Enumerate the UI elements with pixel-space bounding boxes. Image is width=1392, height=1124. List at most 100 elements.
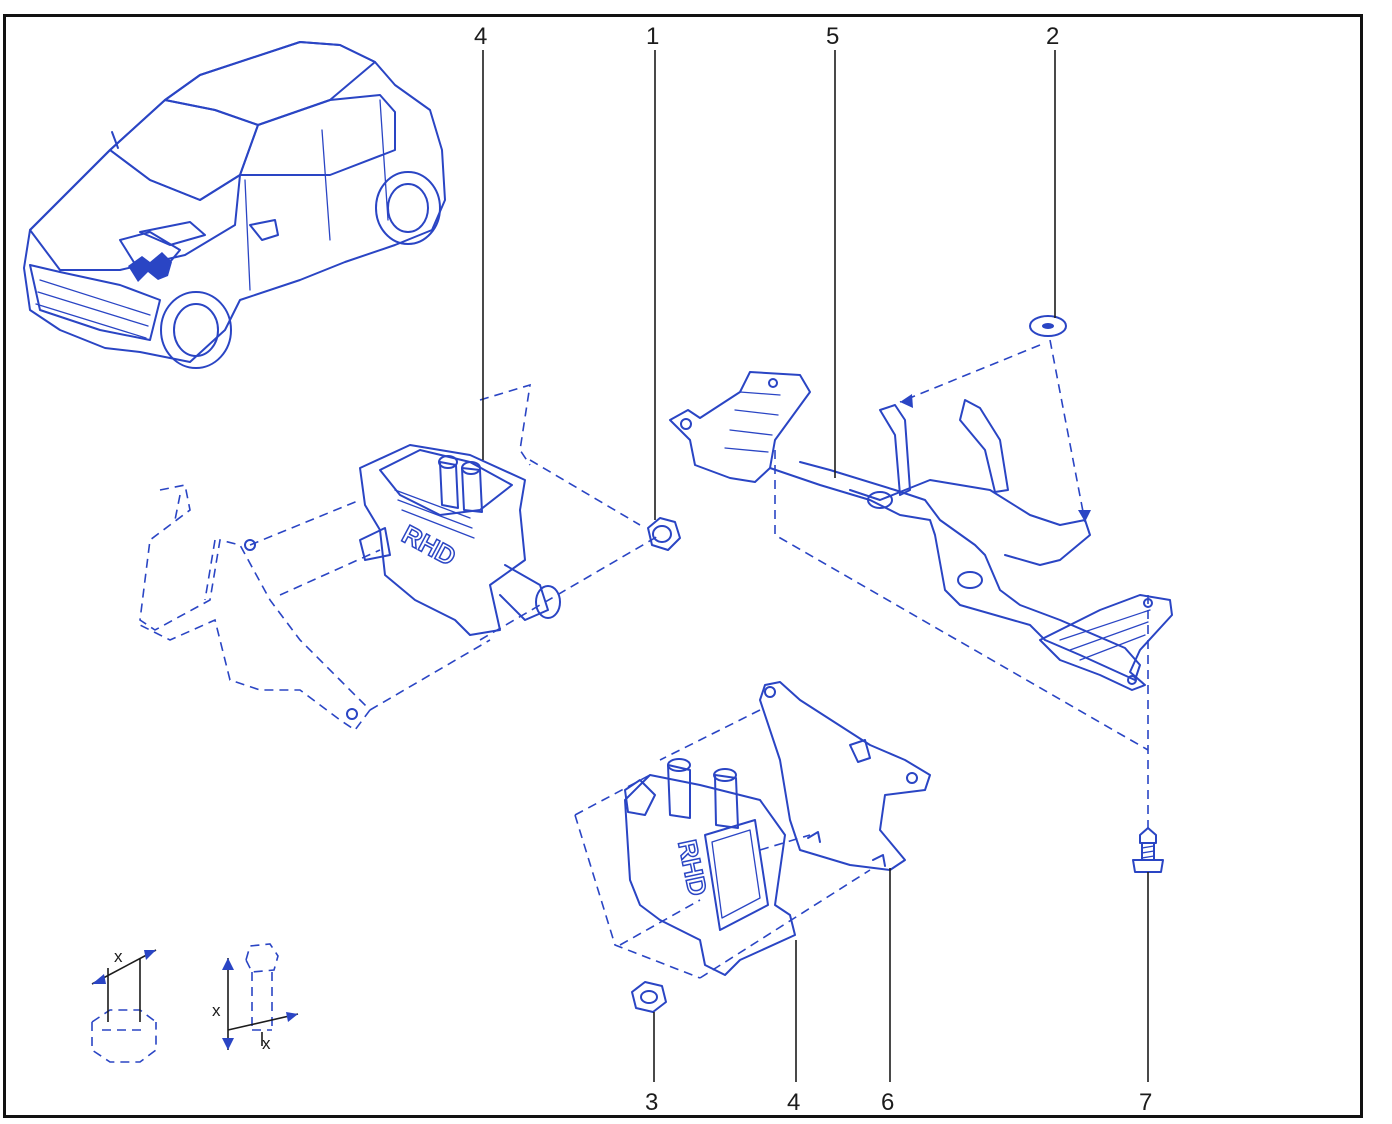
lower-port-right-rim <box>713 768 737 782</box>
nut-dimension-label: x <box>114 947 123 966</box>
car-hood <box>29 149 241 271</box>
part-6-bracket <box>759 681 931 871</box>
lower-module-face <box>704 819 769 931</box>
upper-port-right <box>461 467 483 513</box>
bracket-5-boss-2 <box>957 571 983 589</box>
part-1-nut <box>647 517 681 551</box>
bracket-5-left-ribs <box>724 391 781 453</box>
lower-port-left <box>667 764 691 819</box>
callout-6: 6 <box>881 1089 894 1116</box>
bracket-6-stud-2 <box>872 854 886 867</box>
car-rear-wheel <box>375 171 441 245</box>
bracket-6-hole-right <box>906 772 918 784</box>
part-7-bolt-tip <box>1139 827 1157 844</box>
bracket-5-boss-1 <box>867 491 893 509</box>
nut-dimension-legend: x <box>91 947 157 1063</box>
bolt-dimension-legend: x x <box>212 943 299 1053</box>
callout-5: 5 <box>826 23 839 50</box>
bolt-length-label: x <box>212 1001 221 1020</box>
callout-3: 3 <box>645 1089 658 1116</box>
bolt-diameter-label: x <box>262 1034 271 1053</box>
lower-projection-lines <box>574 709 871 979</box>
bracket-5-right-end <box>1039 594 1173 691</box>
part-1-nut-hole <box>652 525 672 543</box>
car-grille <box>29 264 161 341</box>
upper-stud-2 <box>346 708 358 720</box>
lower-port-left-rim <box>667 758 691 772</box>
arrow-to-arm <box>1078 510 1091 522</box>
upper-mount-tab-left <box>359 527 391 561</box>
bracket-5-tab-b <box>959 399 1009 493</box>
car-roof <box>164 41 376 126</box>
bolt-ghost <box>245 943 279 1031</box>
upper-module-stamp: RHD <box>397 519 461 572</box>
callout-4-bottom: 4 <box>787 1089 800 1116</box>
car-windshield <box>109 99 259 201</box>
bracket-5-tab-a <box>879 404 911 496</box>
callout-7: 7 <box>1139 1089 1152 1116</box>
car-antenna <box>111 131 119 149</box>
upper-stud-1 <box>244 539 256 551</box>
upper-module-ribs <box>394 489 475 539</box>
part-1-nut-body <box>647 517 681 551</box>
bracket-6-tab <box>849 739 871 763</box>
nut-ghost <box>91 1009 157 1063</box>
bracket-5-hole-left <box>680 418 692 430</box>
part-2-washer-rim <box>1029 315 1067 337</box>
car-rear-wheel-hub <box>387 183 429 233</box>
bracket-5-right-ribs <box>1059 609 1151 661</box>
callout-4-top: 4 <box>474 23 487 50</box>
bracket-5-upper-arm <box>849 479 1091 566</box>
part-3-nut-body <box>631 981 667 1013</box>
car-front-wheel-hub <box>173 303 219 357</box>
bracket-5-hole-left-top <box>768 378 778 388</box>
upper-module-body <box>359 444 526 636</box>
lower-module-body <box>624 774 796 976</box>
car-front-wheel <box>160 291 232 369</box>
part-3-nut-hole <box>640 990 658 1004</box>
lower-module-assembly: RHD <box>574 709 871 979</box>
upper-side-pipe-end <box>535 585 561 619</box>
arrow-to-tab <box>900 394 913 408</box>
part-5-cross-bracket <box>669 339 1173 830</box>
callout-1: 1 <box>646 23 659 50</box>
lower-side-connector <box>624 779 656 816</box>
part-7-bolt-flange <box>1132 859 1164 873</box>
callout-2: 2 <box>1046 23 1059 50</box>
upper-module-top-face <box>379 449 513 516</box>
bracket-5-left-end <box>669 371 811 483</box>
upper-bracket-ghost <box>139 484 372 732</box>
car-side-windows <box>239 94 396 176</box>
lower-module-face-inner <box>711 829 761 919</box>
vehicle-locator-view <box>23 41 446 369</box>
upper-port-left-rim <box>438 455 458 469</box>
car-location-marker <box>128 252 172 282</box>
lower-port-right <box>714 774 739 829</box>
upper-port-left <box>439 461 459 509</box>
part-7-bolt <box>1132 827 1164 873</box>
bolt-dimension-arrows <box>222 958 298 1050</box>
nut-dimension-lines <box>91 949 157 1022</box>
car-body-outline <box>23 41 446 363</box>
part-7-bolt-threads <box>1141 845 1155 859</box>
bolt-dimension-lines <box>227 958 299 1050</box>
upper-side-pipe <box>499 564 549 621</box>
car-grille-lines <box>35 279 151 339</box>
bracket-6-stud-1 <box>807 831 821 843</box>
part-2-washer-hole <box>1042 323 1054 329</box>
bracket-5-hole-right-low <box>1127 675 1137 685</box>
nut-dimension-arrows <box>92 950 156 984</box>
diagram-frame <box>3 14 1363 1118</box>
upper-port-right-rim <box>461 461 481 475</box>
part-2-washer <box>1029 315 1067 337</box>
part-3-nut <box>631 981 667 1013</box>
callouts: 4 1 5 2 3 4 6 7 <box>474 23 1152 1116</box>
car-mirror <box>249 219 279 241</box>
upper-module-assembly: RHD <box>139 383 661 732</box>
bracket-6-hole-top <box>764 686 776 698</box>
bracket-5-main-spine <box>769 461 1141 681</box>
bracket-6-plate <box>759 681 931 871</box>
car-door-line <box>244 99 389 291</box>
upper-bracket-ghost-2 <box>174 494 216 601</box>
